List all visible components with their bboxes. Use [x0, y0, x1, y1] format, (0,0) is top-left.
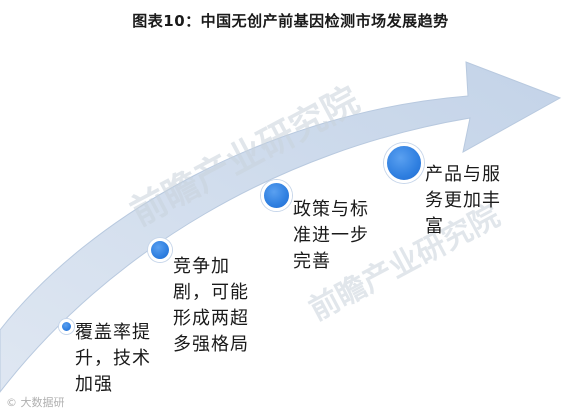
trend-arrow — [0, 61, 562, 393]
stage-4-line-3: 富 — [425, 216, 444, 237]
stage-2-dot — [148, 238, 172, 262]
chart-title: 图表10：中国无创产前基因检测市场发展趋势 — [132, 12, 449, 30]
stage-2-line-2: 剧，可能 — [173, 282, 249, 303]
stage-1-dot — [59, 319, 74, 334]
stage-4-line-1: 产品与服 — [425, 164, 501, 185]
stage-2-line-4: 多强格局 — [173, 334, 249, 355]
stage-1-line-1: 覆盖率提 — [75, 322, 151, 343]
stage-1-label: 覆盖率提 升，技术 加强 — [75, 320, 151, 398]
stage-2-label: 竞争加 剧，可能 形成两超 多强格局 — [173, 254, 249, 358]
stage-3-dot — [261, 180, 292, 211]
stage-3-label: 政策与标 准进一步 完善 — [293, 197, 369, 275]
stage-2-line-1: 竞争加 — [173, 256, 230, 277]
stage-3-line-2: 准进一步 — [293, 225, 369, 246]
stage-1-line-3: 加强 — [75, 374, 113, 395]
stage-4-dot — [384, 143, 424, 183]
stage-4-label: 产品与服 务更加丰 富 — [425, 162, 501, 240]
stage-4-line-2: 务更加丰 — [425, 190, 501, 211]
stage-3-line-1: 政策与标 — [293, 199, 369, 220]
source-mark: © 大数据研 — [6, 396, 65, 409]
stage-2-line-3: 形成两超 — [173, 308, 249, 329]
stage-1-line-2: 升，技术 — [75, 348, 151, 369]
stage-3-line-3: 完善 — [293, 251, 331, 272]
